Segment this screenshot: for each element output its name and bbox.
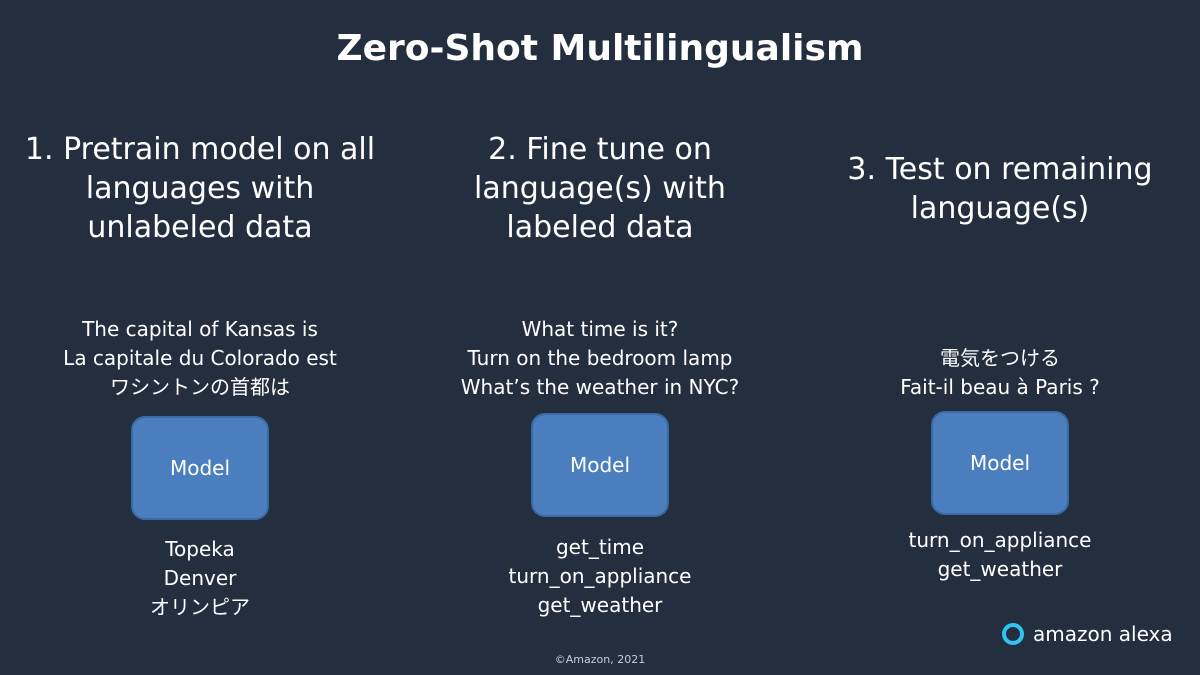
step-2-outputs: get_time turn_on_appliance get_weather (420, 533, 780, 620)
step-2-inputs: What time is it? Turn on the bedroom lam… (420, 315, 780, 402)
input-text: The capital of Kansas is (82, 317, 318, 341)
input-text: Turn on the bedroom lamp (467, 346, 733, 370)
input-text: ワシントンの首都は (110, 375, 290, 399)
model-label: Model (169, 456, 231, 480)
input-text: What time is it? (521, 317, 679, 341)
model-box: Model (531, 413, 669, 517)
input-text: Fait-il beau à Paris ? (900, 375, 1100, 399)
output-text: get_weather (537, 593, 663, 617)
model-label: Model (569, 453, 631, 477)
output-text: turn_on_appliance (908, 528, 1092, 552)
amazon-alexa-logo: amazon alexa (1002, 621, 1173, 647)
step-2-heading-line: 2. Fine tune on (488, 132, 712, 167)
input-text: What’s the weather in NYC? (460, 375, 740, 399)
model-label: Model (969, 451, 1031, 475)
output-text: オリンピア (150, 595, 250, 619)
step-1-outputs: Topeka Denver オリンピア (20, 535, 380, 622)
slide-title: Zero-Shot Multilingualism (336, 28, 864, 69)
model-box: Model (931, 411, 1069, 515)
input-text: La capitale du Colorado est (63, 346, 337, 370)
step-1-heading: 1. Pretrain model on all languages with … (20, 130, 380, 247)
brand-text: amazon alexa (1033, 622, 1173, 646)
step-3-inputs: 電気をつける Fait-il beau à Paris ? (820, 344, 1180, 402)
step-2-heading: 2. Fine tune on language(s) with labeled… (420, 130, 780, 247)
model-box: Model (131, 416, 269, 520)
step-1-inputs: The capital of Kansas is La capitale du … (20, 315, 380, 402)
copyright-notice: ©Amazon, 2021 (554, 653, 646, 666)
step-2-heading-line: language(s) with (474, 171, 726, 206)
step-3-heading-line: language(s) (910, 191, 1090, 226)
output-text: Denver (163, 566, 237, 590)
step-3-heading: 3. Test on remaining language(s) (820, 150, 1180, 228)
output-text: turn_on_appliance (508, 564, 692, 588)
output-text: Topeka (165, 537, 235, 561)
input-text: 電気をつける (940, 346, 1060, 370)
step-1-heading-line: languages with (85, 171, 315, 206)
step-1-heading-line: unlabeled data (87, 210, 313, 245)
output-text: get_time (555, 535, 645, 559)
step-3-outputs: turn_on_appliance get_weather (820, 526, 1180, 584)
output-text: get_weather (937, 557, 1063, 581)
step-1-heading-line: 1. Pretrain model on all (24, 132, 376, 167)
step-3-heading-line: 3. Test on remaining (847, 152, 1153, 187)
step-2-heading-line: labeled data (506, 210, 694, 245)
alexa-ring-icon (1002, 623, 1024, 645)
